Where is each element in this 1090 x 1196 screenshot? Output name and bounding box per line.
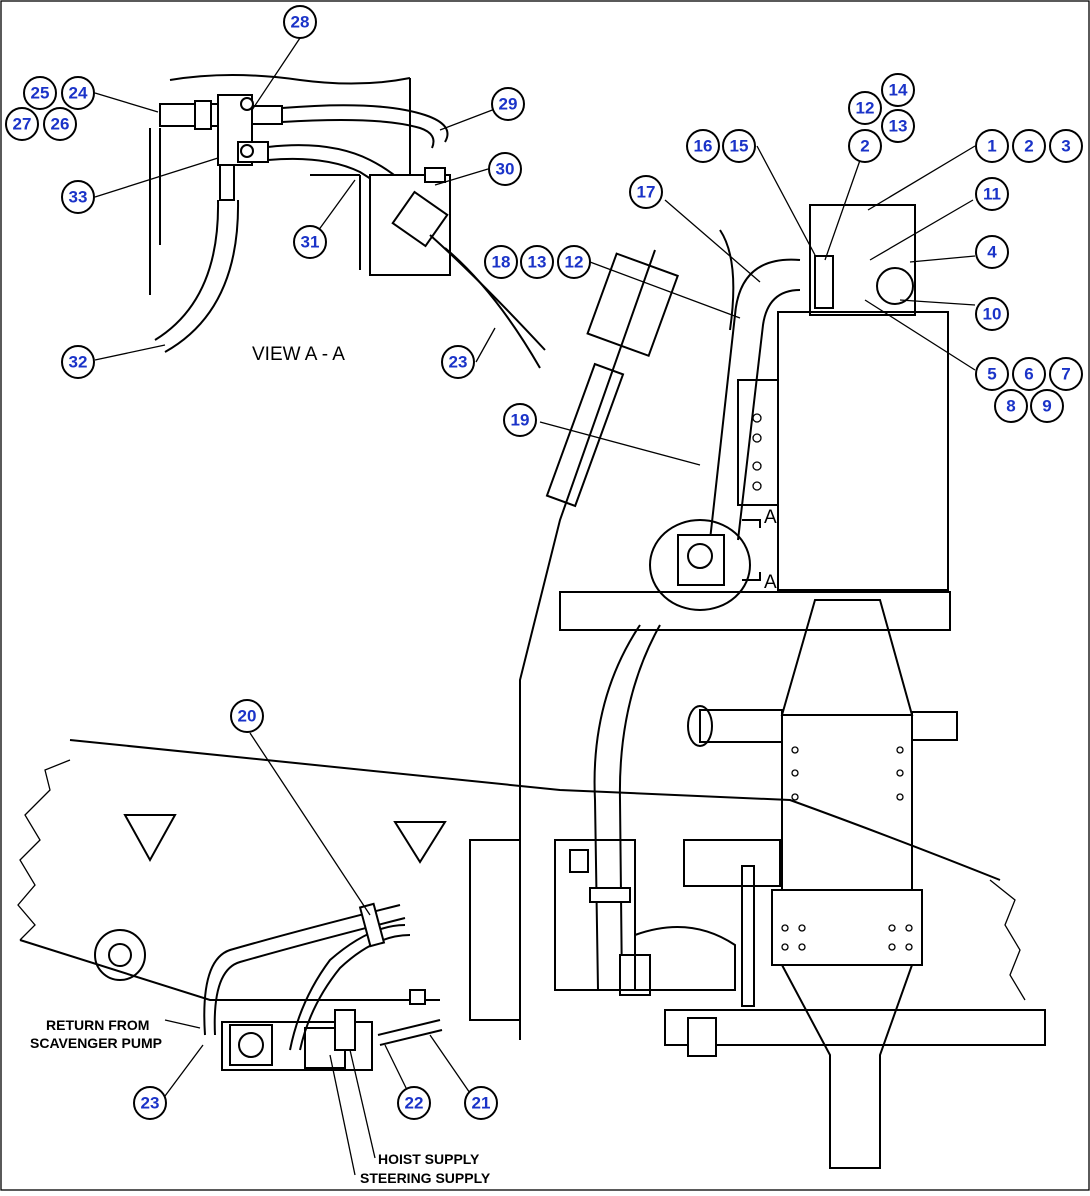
svg-text:4: 4 [987,243,997,262]
callout-17: 17 [629,175,663,209]
label-steering-supply: STEERING SUPPLY [360,1170,491,1186]
svg-text:31: 31 [301,233,320,252]
svg-text:7: 7 [1061,365,1070,384]
view-label: VIEW A - A [252,344,345,365]
view-a-a-inset [149,74,546,369]
lower-frame [17,739,1026,1071]
callout-20: 20 [230,699,264,733]
callout-16: 16 [686,129,720,163]
svg-text:5: 5 [987,365,996,384]
svg-text:21: 21 [472,1094,491,1113]
svg-text:23: 23 [449,353,468,372]
label-return-from: RETURN FROM [46,1017,149,1033]
callout-25: 25 [23,76,57,110]
callout-26: 26 [43,107,77,141]
svg-text:28: 28 [291,13,310,32]
callout-23-inset: 23 [441,345,475,379]
callout-7: 7 [1049,357,1083,391]
svg-text:2: 2 [860,137,869,156]
callout-32: 32 [61,345,95,379]
label-hoist-supply: HOIST SUPPLY [378,1151,480,1167]
svg-text:19: 19 [511,411,530,430]
svg-text:10: 10 [983,305,1002,324]
leader-lines [94,37,976,1176]
svg-text:9: 9 [1042,397,1051,416]
svg-text:12: 12 [856,99,875,118]
callout-9: 9 [1030,389,1064,423]
main-assembly [469,204,1046,1169]
callout-3: 3 [1049,129,1083,163]
callout-21: 21 [464,1086,498,1120]
callout-30: 30 [488,152,522,186]
callout-18: 18 [484,245,518,279]
callout-31: 31 [293,225,327,259]
callout-14: 14 [881,73,915,107]
callout-22: 22 [397,1086,431,1120]
callout-10: 10 [975,297,1009,331]
svg-text:26: 26 [51,115,70,134]
svg-text:29: 29 [499,95,518,114]
callout-5: 5 [975,357,1009,391]
svg-text:23: 23 [141,1094,160,1113]
svg-text:15: 15 [730,137,749,156]
callout-19: 19 [503,403,537,437]
svg-text:18: 18 [492,253,511,272]
svg-text:33: 33 [69,188,88,207]
svg-text:32: 32 [69,353,88,372]
svg-text:30: 30 [496,160,515,179]
svg-text:13: 13 [528,253,547,272]
svg-text:16: 16 [694,137,713,156]
svg-text:8: 8 [1006,397,1015,416]
callout-24: 24 [61,76,95,110]
callout-23-lower: 23 [133,1086,167,1120]
callout-11: 11 [975,177,1009,211]
callout-15: 15 [722,129,756,163]
svg-text:17: 17 [637,183,656,202]
svg-text:6: 6 [1024,365,1033,384]
svg-text:2: 2 [1024,137,1033,156]
svg-text:13: 13 [889,117,908,136]
svg-text:3: 3 [1061,137,1070,156]
callout-12-mid: 12 [557,245,591,279]
svg-text:25: 25 [31,84,50,103]
callout-29: 29 [491,87,525,121]
callout-2-left: 2 [848,129,882,163]
svg-text:1: 1 [987,137,996,156]
svg-text:24: 24 [69,84,88,103]
svg-text:27: 27 [13,115,32,134]
callout-8: 8 [994,389,1028,423]
callout-13-top: 13 [881,109,915,143]
svg-text:11: 11 [983,185,1001,204]
svg-text:12: 12 [565,253,584,272]
callout-33: 33 [61,180,95,214]
callout-4: 4 [975,235,1009,269]
section-mark-a-top: A [764,507,777,528]
label-scavenger-pump: SCAVENGER PUMP [30,1035,162,1051]
svg-text:20: 20 [238,707,257,726]
callout-1: 1 [975,129,1009,163]
svg-text:22: 22 [405,1094,424,1113]
callout-28: 28 [283,5,317,39]
svg-text:14: 14 [889,81,908,100]
callout-6: 6 [1012,357,1046,391]
callout-27: 27 [5,107,39,141]
section-mark-a-bottom: A [764,572,777,593]
callout-2-right: 2 [1012,129,1046,163]
callout-12-top: 12 [848,91,882,125]
callout-13-mid: 13 [520,245,554,279]
